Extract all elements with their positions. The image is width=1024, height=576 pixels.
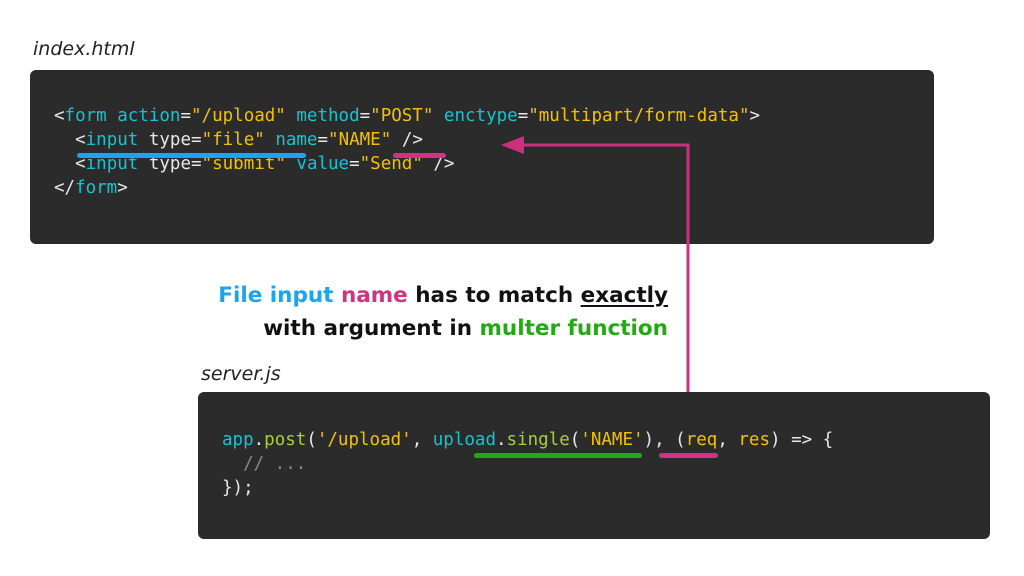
html-code-line-3: <input type="submit" value="Send" /> bbox=[75, 154, 455, 174]
html-name-value: NAME bbox=[338, 130, 381, 150]
file-input-underline bbox=[77, 153, 306, 158]
js-code-line-2: // ... bbox=[222, 454, 307, 474]
js-code-block bbox=[198, 392, 990, 539]
js-name-underline bbox=[659, 453, 718, 458]
html-code-line-4: </form> bbox=[54, 178, 128, 198]
caption: File input name has to match exactly wit… bbox=[150, 279, 668, 345]
js-name-argument: NAME bbox=[590, 430, 633, 450]
html-name-underline bbox=[393, 153, 446, 158]
file-label-index-html: index.html bbox=[33, 38, 135, 60]
html-code-line-2: <input type="file" name="NAME" /> bbox=[75, 130, 423, 150]
js-code-line-3: }); bbox=[222, 478, 254, 498]
js-code-line-1: app.post('/upload', upload.single('NAME'… bbox=[222, 430, 834, 450]
html-code-line-1: <form action="/upload" method="POST" enc… bbox=[54, 106, 761, 126]
caption-line-2: with argument in multer function bbox=[263, 316, 668, 341]
multer-function-underline bbox=[474, 453, 642, 458]
caption-line-1: File input name has to match exactly bbox=[218, 283, 668, 308]
file-label-server-js: server.js bbox=[201, 363, 281, 385]
